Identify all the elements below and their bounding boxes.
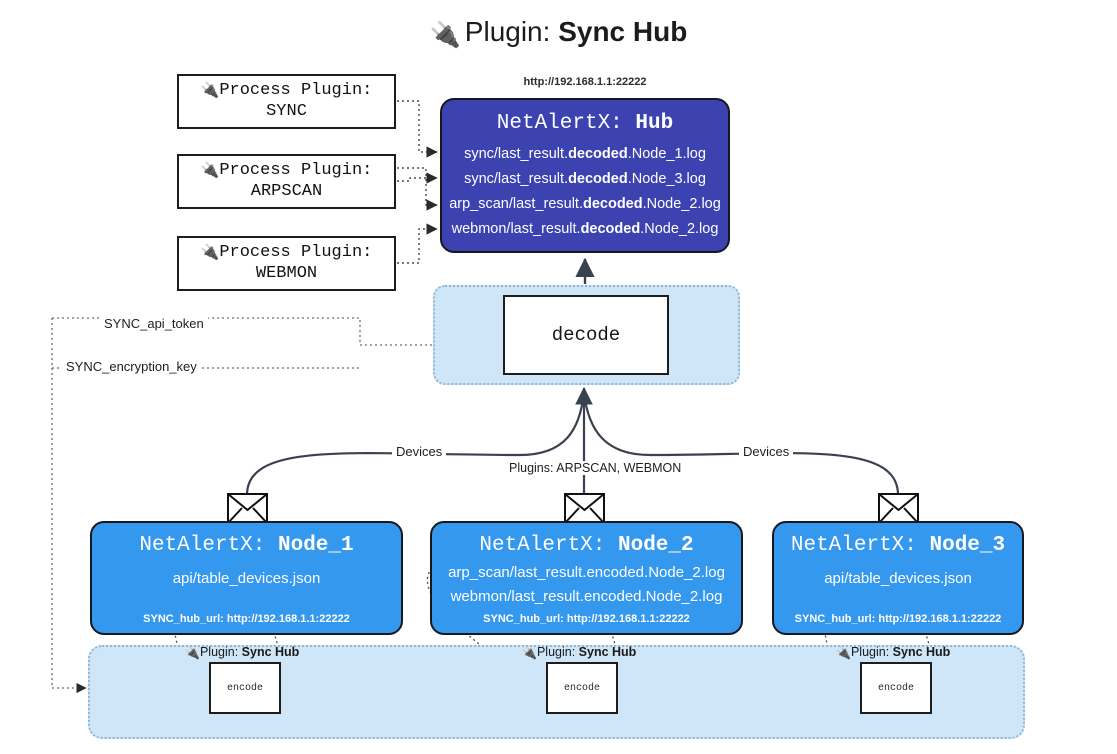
hub-log-line: webmon/last_result.decoded.Node_2.log xyxy=(451,220,719,237)
process-plugin-title: Process Plugin: xyxy=(219,242,373,262)
encode-box-1[interactable]: encode xyxy=(209,662,281,714)
node-payload-list: arp_scan/last_result.encoded.Node_2.log … xyxy=(432,561,741,609)
page-title-name: Sync Hub xyxy=(558,16,688,47)
process-plugin-name: WEBMON xyxy=(255,263,318,283)
plug-icon: 🔌 xyxy=(429,21,461,49)
page-title: 🔌Plugin: Sync Hub xyxy=(0,16,1117,50)
plug-icon: 🔌 xyxy=(200,80,220,99)
decode-box[interactable]: decode xyxy=(503,295,669,375)
process-plugin-sync[interactable]: 🔌Process Plugin: SYNC xyxy=(177,74,396,129)
envelope-icon xyxy=(564,493,605,524)
hub-log-line: sync/last_result.decoded.Node_3.log xyxy=(464,170,706,187)
plug-icon: 🔌 xyxy=(200,160,220,179)
node-title: NetAlertX: Node_2 xyxy=(479,534,694,557)
node-payload: api/table_devices.json xyxy=(824,570,972,587)
hub-url-label: http://192.168.1.1:22222 xyxy=(523,76,647,88)
process-plugin-arpscan[interactable]: 🔌Process Plugin: ARPSCAN xyxy=(177,154,396,209)
node-box-2[interactable]: NetAlertX: Node_2 arp_scan/last_result.e… xyxy=(430,521,743,635)
hub-log-line: arp_scan/last_result.decoded.Node_2.log xyxy=(449,195,721,212)
sync-encryption-key-label: SYNC_encryption_key xyxy=(62,359,201,374)
node-hub-url: SYNC_hub_url: http://192.168.1.1:22222 xyxy=(794,613,1002,625)
node-payload: arp_scan/last_result.encoded.Node_2.log xyxy=(448,564,725,581)
encode-box-3[interactable]: encode xyxy=(860,662,932,714)
plug-icon: 🔌 xyxy=(836,646,851,660)
node-title: NetAlertX: Node_3 xyxy=(790,534,1006,557)
page-title-prefix: Plugin: xyxy=(464,16,551,47)
devices-left-label: Devices xyxy=(392,444,447,459)
node-box-3[interactable]: NetAlertX: Node_3 api/table_devices.json… xyxy=(772,521,1024,635)
node-payload-list: api/table_devices.json xyxy=(92,567,401,591)
hub-title: NetAlertX: Hub xyxy=(442,112,728,135)
hub-title-name: Hub xyxy=(635,112,674,135)
plug-icon: 🔌 xyxy=(522,646,537,660)
process-plugin-name: SYNC xyxy=(266,101,307,121)
process-plugin-title: Process Plugin: xyxy=(219,80,373,100)
node-title: NetAlertX: Node_1 xyxy=(139,534,354,557)
hub-node[interactable]: NetAlertX: Hub sync/last_result.decoded.… xyxy=(440,98,730,253)
sync-api-token-label: SYNC_api_token xyxy=(100,316,208,331)
encode-plugin-label-3: 🔌Plugin: Sync Hub xyxy=(836,645,951,660)
node-payload: webmon/last_result.encoded.Node_2.log xyxy=(450,588,723,605)
plugins-middle-label: Plugins: ARPSCAN, WEBMON xyxy=(505,461,686,475)
hub-log-line: sync/last_result.decoded.Node_1.log xyxy=(464,146,706,162)
envelope-icon xyxy=(227,493,268,524)
encode-plugin-label-1: 🔌Plugin: Sync Hub xyxy=(185,645,300,660)
hub-log-list: sync/last_result.decoded.Node_1.log sync… xyxy=(442,142,728,242)
plug-icon: 🔌 xyxy=(200,242,220,261)
encode-box-2[interactable]: encode xyxy=(546,662,618,714)
node-box-1[interactable]: NetAlertX: Node_1 api/table_devices.json… xyxy=(90,521,403,635)
process-plugin-name: ARPSCAN xyxy=(250,181,323,201)
encode-plugin-label-2: 🔌Plugin: Sync Hub xyxy=(522,645,637,660)
envelope-icon xyxy=(878,493,919,524)
node-payload-list: api/table_devices.json xyxy=(774,567,1022,591)
node-hub-url: SYNC_hub_url: http://192.168.1.1:22222 xyxy=(483,613,690,625)
process-plugin-webmon[interactable]: 🔌Process Plugin: WEBMON xyxy=(177,236,396,291)
plug-icon: 🔌 xyxy=(185,646,200,660)
node-payload: api/table_devices.json xyxy=(172,570,321,587)
node-hub-url: SYNC_hub_url: http://192.168.1.1:22222 xyxy=(143,613,350,625)
process-plugin-title: Process Plugin: xyxy=(219,160,373,180)
hub-title-prefix: NetAlertX: xyxy=(496,112,623,135)
devices-right-label: Devices xyxy=(739,444,794,459)
